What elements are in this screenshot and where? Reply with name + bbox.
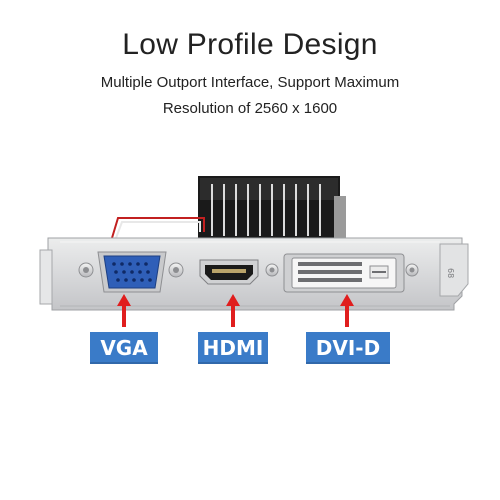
port-arrows	[117, 294, 354, 327]
vga-ribbon-cable	[111, 217, 205, 239]
heatsink	[198, 176, 346, 238]
graphics-card-bracket-illustration: 68	[39, 176, 469, 327]
dvi-label: DVI-D	[306, 332, 390, 364]
arrow-up-icon	[340, 294, 354, 327]
bracket-marking: 68	[446, 268, 455, 278]
headline: Low Profile Design	[122, 28, 378, 61]
bracket-screws	[78, 262, 419, 278]
vga-port	[97, 251, 167, 293]
dvi-port	[283, 253, 405, 293]
subtitle-line-2: Resolution of 2560 x 1600	[162, 100, 338, 117]
subtitle-line-1: Multiple Outport Interface, Support Maxi…	[100, 74, 400, 91]
hdmi-label: HDMI	[198, 332, 268, 364]
arrow-up-icon	[226, 294, 240, 327]
vga-label: VGA	[90, 332, 158, 364]
hdmi-port	[199, 259, 259, 285]
arrow-up-icon	[117, 294, 131, 327]
